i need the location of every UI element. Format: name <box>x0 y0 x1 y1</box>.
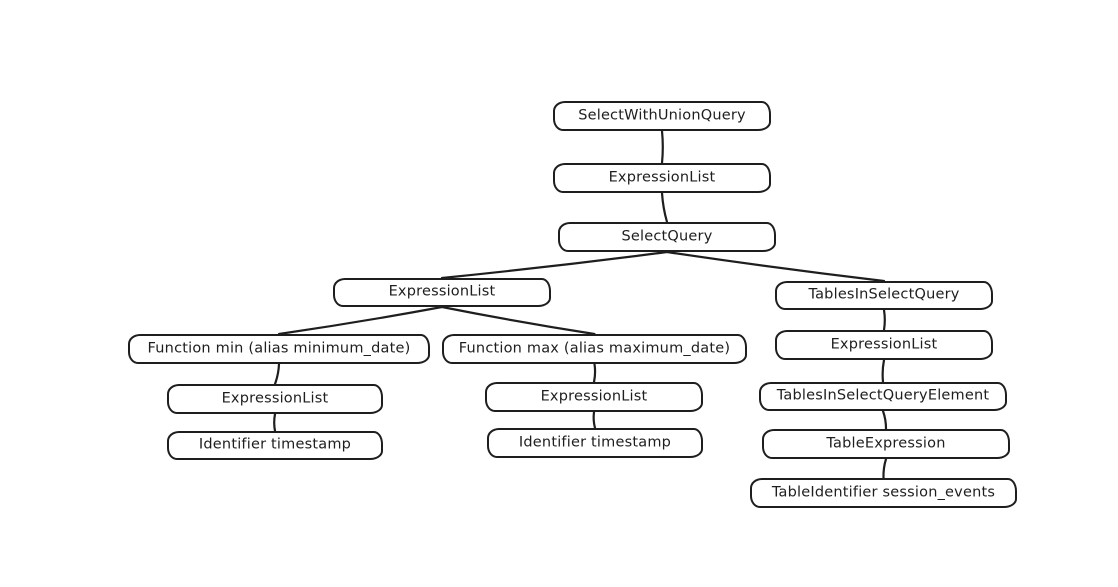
tree-edge-expression-list-root--select-query <box>660 191 669 224</box>
tree-edge-function-min--expression-list-min <box>273 362 281 386</box>
tree-node-identifier-timestamp-max: Identifier timestamp <box>487 428 703 458</box>
tree-node-function-min: Function min (alias minimum_date) <box>128 334 430 364</box>
tree-node-label: TableExpression <box>826 435 946 452</box>
tree-node-label: Identifier timestamp <box>198 436 352 453</box>
tree-node-expression-list-select: ExpressionList <box>333 278 551 307</box>
tree-node-label: ExpressionList <box>540 388 648 405</box>
tree-node-label: Function min (alias minimum_date) <box>147 340 411 357</box>
tree-edge-expression-list-select--function-max <box>440 305 596 336</box>
tree-node-tables-in-select-query-element: TablesInSelectQueryElement <box>759 382 1007 411</box>
tree-edge-expression-list-min--identifier-timestamp-min <box>273 412 277 433</box>
tree-node-label: ExpressionList <box>608 169 716 186</box>
tree-node-function-max: Function max (alias maximum_date) <box>442 334 747 364</box>
tree-node-tables-in-select-query: TablesInSelectQuery <box>775 281 993 310</box>
tree-edge-function-max--expression-list-max <box>592 362 597 384</box>
tree-node-expression-list-tables: ExpressionList <box>775 330 993 360</box>
tree-node-label: ExpressionList <box>830 336 938 353</box>
tree-node-label: Identifier timestamp <box>518 434 672 451</box>
tree-node-label: ExpressionList <box>221 390 329 407</box>
tree-edge-select-query--tables-in-select-query <box>665 250 886 283</box>
tree-node-select-query: SelectQuery <box>558 222 776 252</box>
tree-node-expression-list-min: ExpressionList <box>167 384 383 414</box>
tree-node-identifier-timestamp-min: Identifier timestamp <box>167 431 383 460</box>
tree-edge-select-with-union-query--expression-list-root <box>660 129 664 165</box>
tree-node-expression-list-root: ExpressionList <box>553 163 771 193</box>
tree-node-expression-list-max: ExpressionList <box>485 382 703 412</box>
tree-node-table-expression: TableExpression <box>762 429 1010 459</box>
tree-edge-select-query--expression-list-select <box>440 250 669 280</box>
tree-edge-expression-list-max--identifier-timestamp-max <box>592 410 597 430</box>
tree-edge-tables-in-select-query-element--table-expression <box>881 409 888 431</box>
tree-node-label: SelectQuery <box>621 228 713 245</box>
tree-edge-expression-list-tables--tables-in-select-query-element <box>881 358 886 384</box>
tree-node-label: TableIdentifier session_events <box>771 484 996 501</box>
tree-node-label: Function max (alias maximum_date) <box>458 340 731 357</box>
tree-edge-expression-list-select--function-min <box>277 305 444 336</box>
tree-node-label: SelectWithUnionQuery <box>578 107 746 124</box>
tree-node-label: TablesInSelectQuery <box>808 286 960 303</box>
tree-node-label: TablesInSelectQueryElement <box>776 387 990 404</box>
tree-node-table-identifier: TableIdentifier session_events <box>750 478 1017 508</box>
tree-edge-tables-in-select-query--expression-list-tables <box>882 308 886 332</box>
tree-node-select-with-union-query: SelectWithUnionQuery <box>553 101 771 131</box>
tree-node-label: ExpressionList <box>388 283 496 300</box>
tree-edge-table-expression--table-identifier <box>882 457 888 480</box>
